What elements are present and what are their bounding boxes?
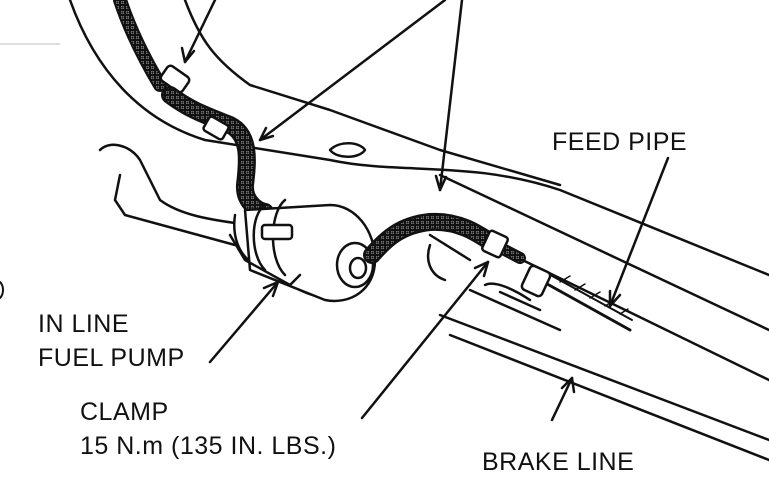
leader-lines xyxy=(180,0,670,422)
label-brake-line: BRAKE LINE xyxy=(482,448,635,476)
label-in-line: IN LINE xyxy=(38,310,130,338)
feed-pipe xyxy=(538,271,633,332)
upper-hose xyxy=(113,0,274,221)
label-clamp: CLAMP xyxy=(80,398,169,426)
frame-rails xyxy=(428,173,769,462)
label-torque: 15 N.m (135 IN. LBS.) xyxy=(80,432,337,460)
edge-mark xyxy=(0,281,4,299)
label-fuel-pump: FUEL PUMP xyxy=(38,344,185,372)
outlet-hose xyxy=(363,212,552,298)
fuel-pump xyxy=(228,198,377,303)
body-panel xyxy=(68,0,769,277)
brake-line xyxy=(483,282,542,312)
label-feed-pipe: FEED PIPE xyxy=(552,128,688,156)
